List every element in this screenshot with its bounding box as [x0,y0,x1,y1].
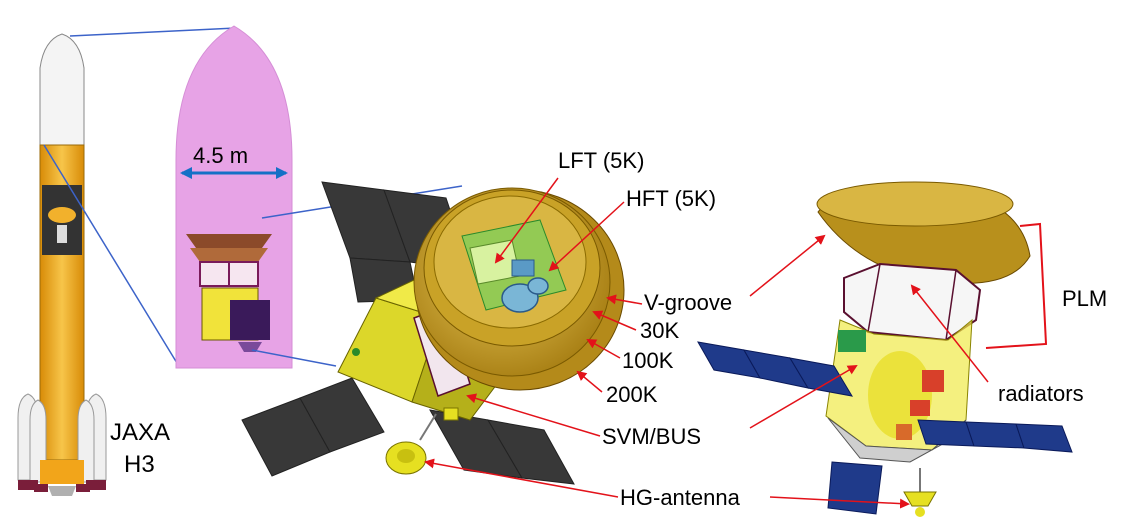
fairing-cross-section [175,25,293,369]
hft-label: HFT (5K) [626,186,716,211]
main-spacecraft [241,181,625,485]
lower-left-solar-panel [241,377,385,477]
hg-antenna-main [385,407,459,475]
temp-30k-label: 30K [640,318,679,343]
blue-solar-panels [697,341,1073,515]
rocket-fairing-connectors [43,27,237,369]
side-spacecraft [697,181,1073,517]
hg-antenna-label: HG-antenna [620,485,741,510]
svm-bus-label: SVM/BUS [602,424,701,449]
plm-bracket [985,222,1048,349]
jaxa-label: JAXA [110,419,170,446]
v-groove-reflector [413,187,625,391]
temp-200k-label: 200K [606,382,658,407]
radiators-label: radiators [998,381,1084,406]
temp-100k-label: 100K [622,348,674,373]
callout-arrows [424,177,989,509]
plm-label: PLM [1062,286,1107,311]
fairing-diameter-label: 4.5 m [193,143,248,168]
hg-antenna-side [903,468,937,517]
lft-label: LFT (5K) [558,148,644,173]
h3-label: H3 [124,451,155,478]
h3-rocket [17,33,107,496]
vgroove-label: V-groove [644,290,732,315]
